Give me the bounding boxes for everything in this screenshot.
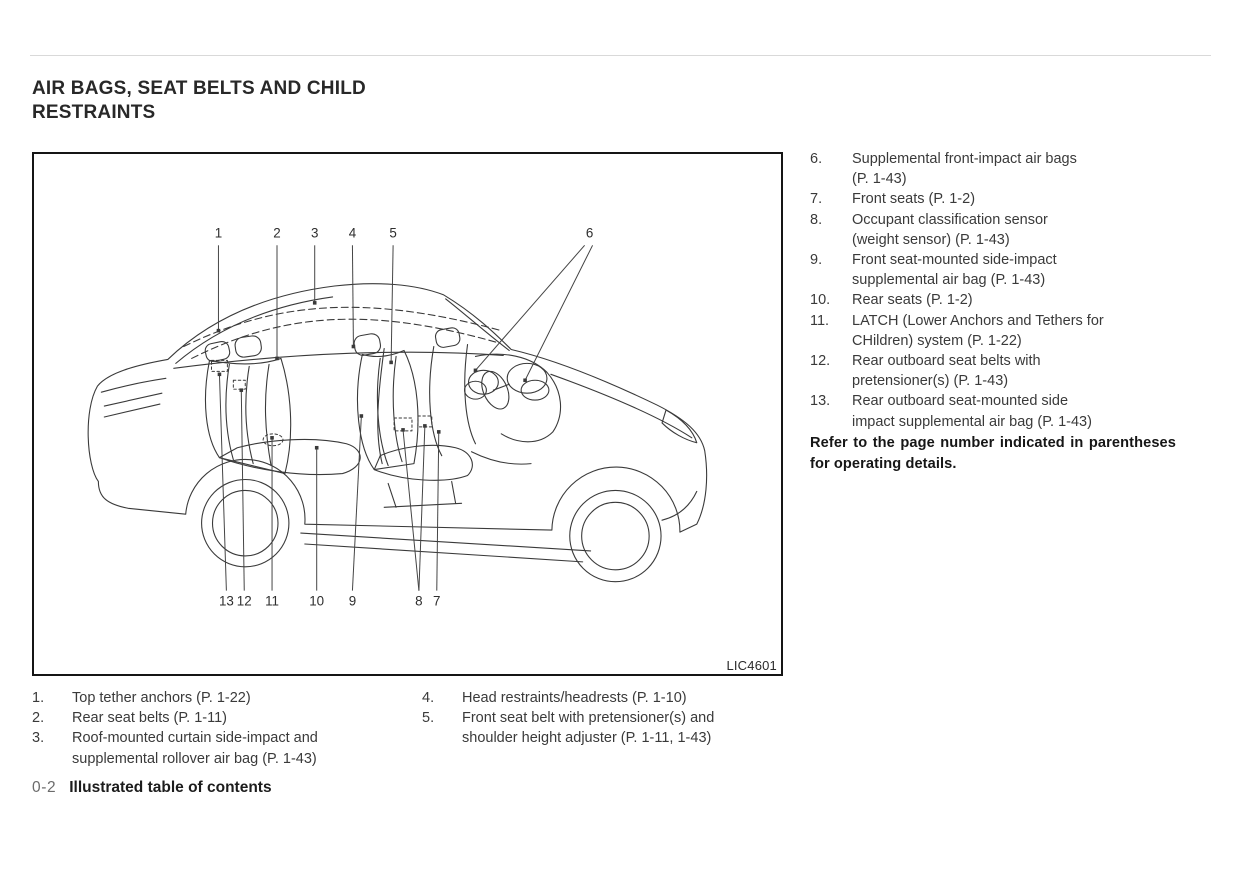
callout-endpoint-marker [351,344,356,349]
legend-item-number: 13. [810,393,831,410]
legend-item: 1. Top tether anchors (P. 1-22) [32,688,424,708]
callout-number-7: 7 [433,594,440,609]
callout-endpoint-marker [473,368,478,373]
callout-number-13: 13 [219,594,234,609]
legend-item: 6. Supplemental front-impact air bags(P. … [810,149,1182,189]
legend-item-text: Supplemental front-impact air bags(P. 1-… [852,151,1077,188]
legend-item-number: 4. [422,690,435,706]
callout-number-11: 11 [265,594,279,609]
legend-item-number: 3. [32,730,45,747]
callout-endpoint-marker [436,430,441,434]
legend-item-number: 1. [32,690,45,706]
legend-item-number: 6. [810,151,823,167]
callout-number-12: 12 [237,594,252,609]
callout-leader-line [218,374,227,591]
legend-item-number: 5. [422,710,435,727]
legend-item-number: 10. [810,292,831,309]
diagram-code-label: LIC4601 [726,658,777,673]
callout-number-1: 1 [215,225,222,240]
callout-leader-line [436,431,440,591]
callout-endpoint-marker [312,301,317,305]
car-line-art [87,283,708,583]
legend-item-number: 7. [810,191,823,208]
legend-item: 10. Rear seats (P. 1-2) [810,290,1182,310]
callout-endpoint-marker [523,378,527,383]
legend-item-text: Occupant classification sensor(weight se… [852,211,1048,248]
footer-section-title: Illustrated table of contents [69,779,272,796]
callout-leader-line [475,244,586,371]
page-top-rule [30,55,1211,56]
callout-leader-line [418,425,426,591]
legend-item: 8. Occupant classification sensor(weight … [810,210,1182,250]
callout-number-5: 5 [389,225,396,240]
legend-right-items: 6. Supplemental front-impact air bags(P. … [810,149,1182,432]
callout-endpoint-marker [389,360,393,365]
callout-endpoint-marker [401,428,405,432]
legend-item-text: Rear seats (P. 1-2) [852,292,973,309]
callout-number-9: 9 [349,594,356,609]
callout-endpoint-marker [216,328,221,333]
callout-number-2: 2 [273,225,280,240]
legend-item-text: Head restraints/headrests (P. 1-10) [462,690,687,706]
callout-endpoint-marker [423,424,427,428]
callout-endpoint-marker [359,414,364,418]
legend-item-text: Rear seat belts (P. 1-11) [72,710,228,727]
footer-page-number: 0-2 [32,779,57,796]
legend-note: Refer to the page number indicated in pa… [810,434,1176,472]
callout-number-3: 3 [311,225,318,240]
callout-endpoint-marker [239,388,244,392]
callout-leader-line [524,245,594,381]
legend-item-text: Front seat belt with pretensioner(s) and… [462,710,715,747]
callout-leader-line [390,245,394,363]
legend-item: 5. Front seat belt with pretensioner(s) a… [422,708,794,748]
legend-item-number: 2. [32,710,45,727]
callout-leader-line [351,415,362,591]
page-title-line1: AIR BAGS, SEAT BELTS AND CHILD [32,78,366,99]
callout-leader-line [402,429,420,591]
callout-number-6: 6 [586,225,593,240]
legend-item: 7. Front seats (P. 1-2) [810,189,1182,209]
legend-item-number: 12. [810,353,831,370]
callout-number-8: 8 [415,594,422,609]
legend-right-column: 6. Supplemental front-impact air bags(P. … [810,149,1182,475]
callout-endpoint-marker [314,445,319,450]
legend-bottom-right-column: 4. Head restraints/headrests (P. 1-10) 5. F… [422,688,794,749]
callout-number-4: 4 [349,225,357,240]
legend-item-number: 9. [810,252,823,269]
legend-item: 4. Head restraints/headrests (P. 1-10) [422,688,794,708]
legend-bottom-left-column: 1. Top tether anchors (P. 1-22) 2. Rear sea… [32,688,424,769]
callout-leader-line [240,390,245,591]
legend-item-text: Top tether anchors (P. 1-22) [72,690,251,706]
legend-item-number: 8. [810,211,823,228]
callout-leader-line [351,245,354,347]
callout-endpoint-marker [217,372,222,377]
callout-number-10: 10 [309,594,324,609]
legend-item: 2. Rear seat belts (P. 1-11) [32,708,424,728]
legend-item-text: Front seats (P. 1-2) [852,191,976,208]
page-title-line2: RESTRAINTS [32,101,156,123]
legend-item-number: 11. [810,312,830,329]
page-footer: 0-2 Illustrated table of contents [32,779,272,797]
callout-endpoint-marker [270,436,274,440]
page-title: AIR BAGS, SEAT BELTS AND CHILD RESTRAINT… [32,77,366,124]
callout-endpoint-marker [275,356,279,361]
